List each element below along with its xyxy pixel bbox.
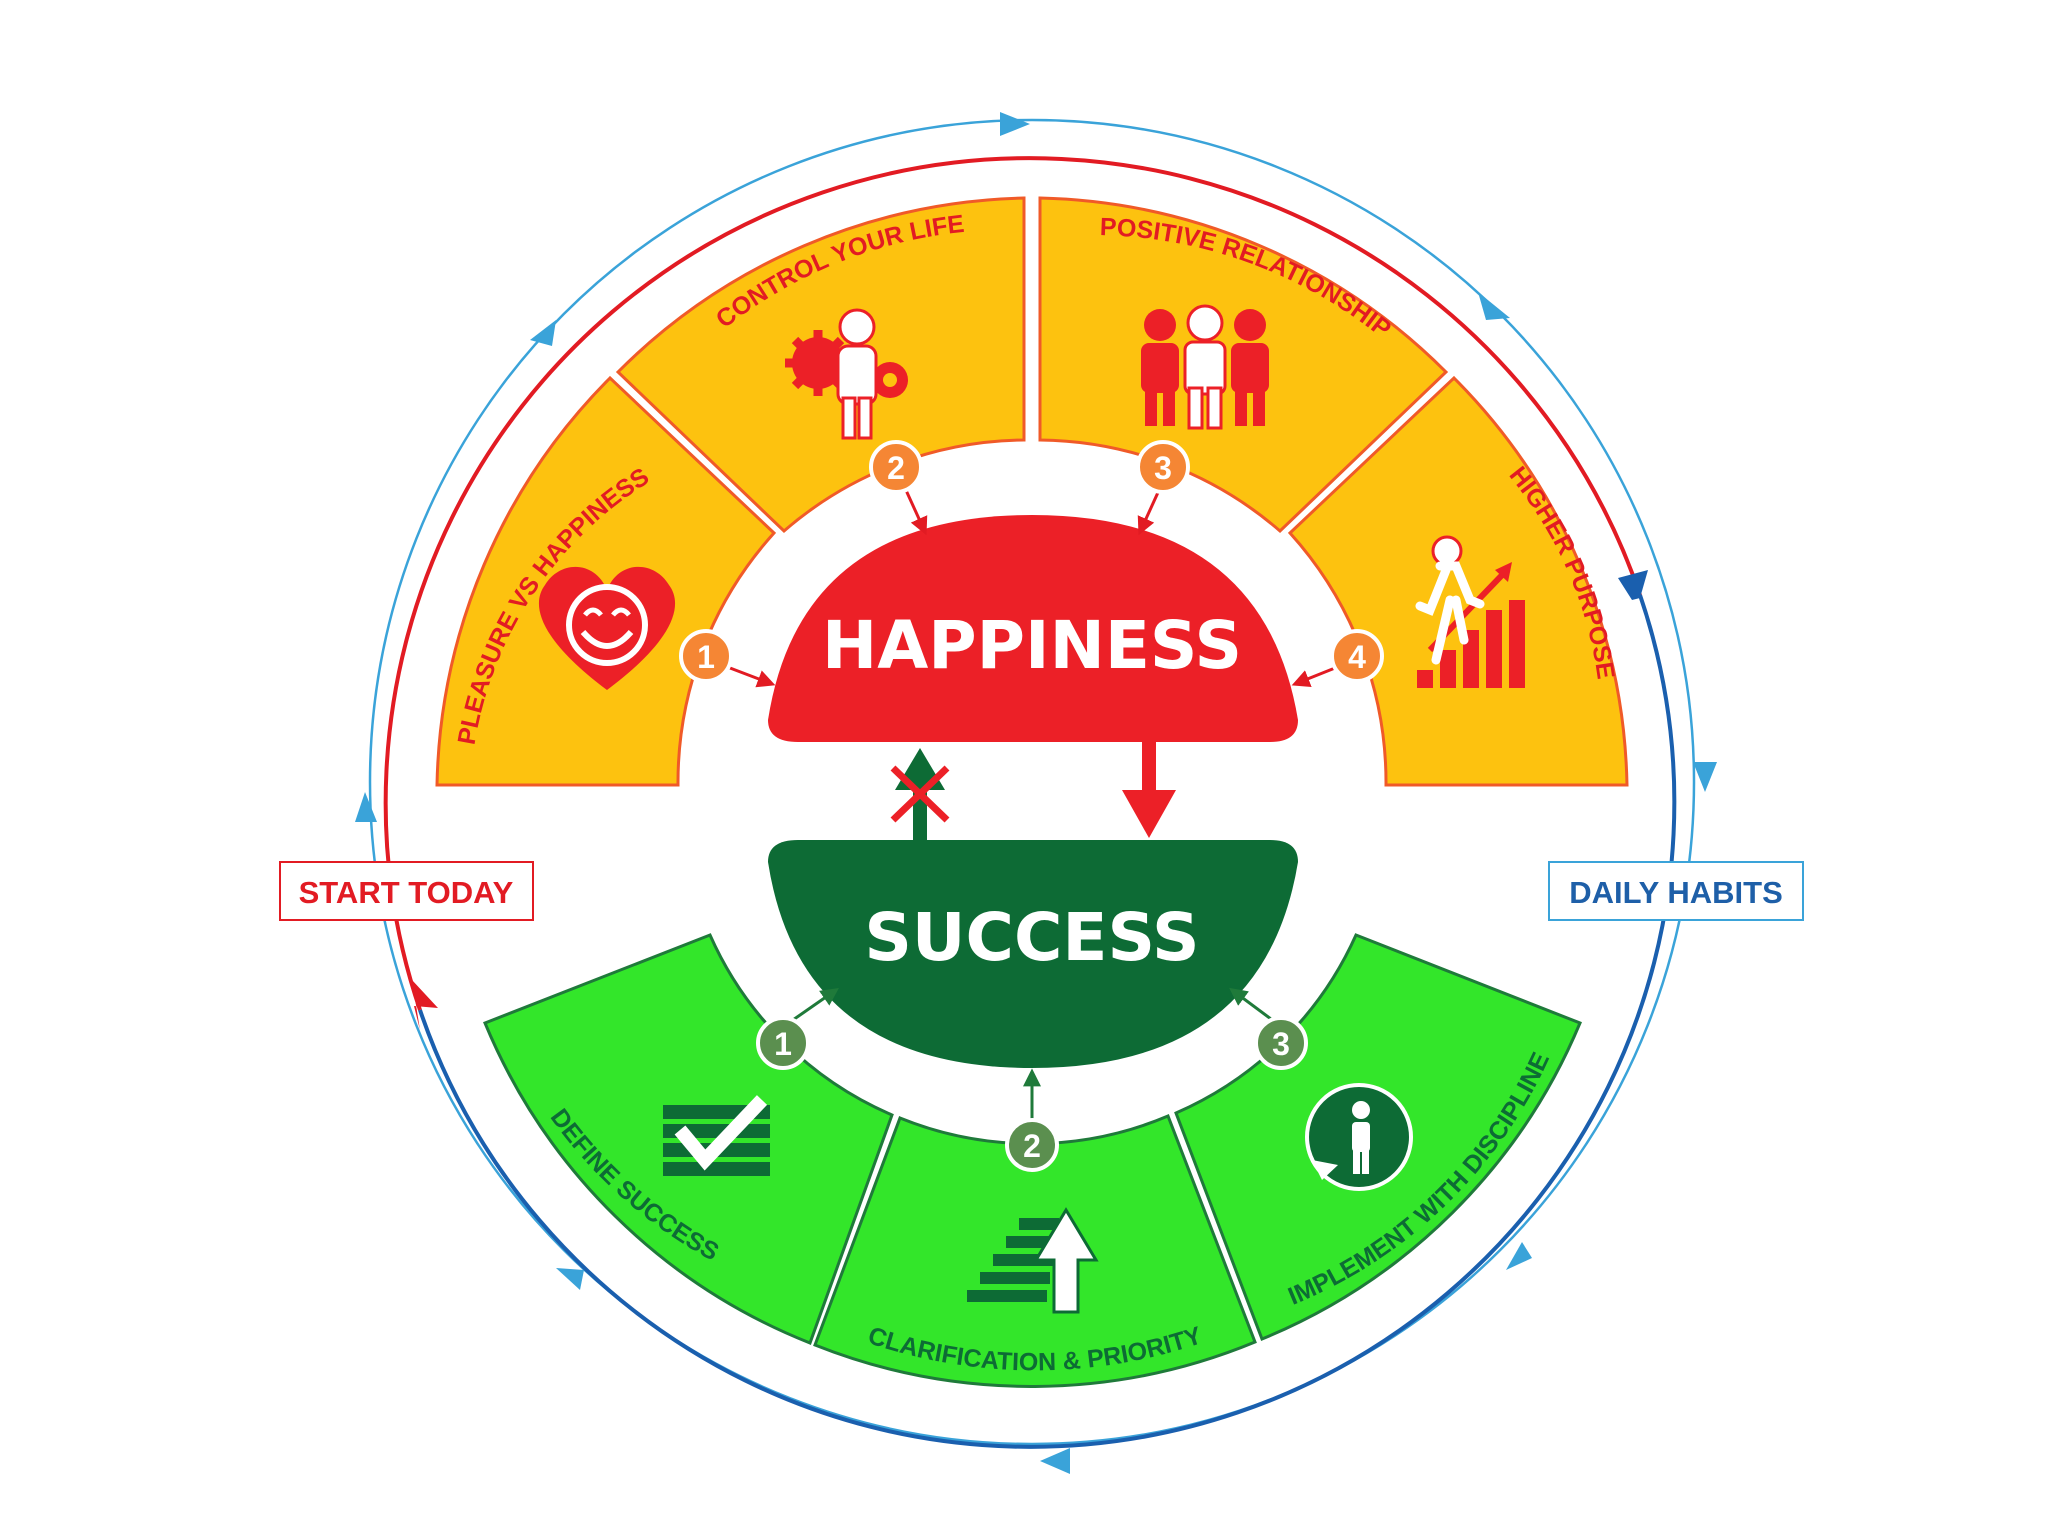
- svg-text:1: 1: [774, 1026, 792, 1062]
- svg-text:3: 3: [1272, 1026, 1290, 1062]
- success-title: SUCCESS: [864, 899, 1199, 976]
- happiness-to-success-arrow: [1122, 742, 1176, 838]
- person-clock-icon: [1305, 1083, 1413, 1191]
- success-dome: SUCCESS: [768, 840, 1298, 1068]
- happiness-dome: HAPPINESS: [768, 515, 1298, 742]
- red-cycle-arrowhead: [412, 980, 438, 1030]
- climbing-growth-chart-icon: [1415, 535, 1525, 688]
- success-badge-3: 3: [1254, 1016, 1308, 1070]
- blue-cycle-arrowhead: [1618, 570, 1648, 600]
- number-badge-4: 4: [1330, 629, 1384, 683]
- cycle-arrowhead: [530, 320, 556, 346]
- outer-cycle-ring: [355, 112, 1717, 1474]
- success-badge-1: 1: [756, 1016, 810, 1070]
- svg-text:2: 2: [887, 450, 905, 486]
- daily-habits-box: DAILY HABITS: [1548, 861, 1804, 921]
- success-badges: 1 2 3: [756, 1016, 1308, 1172]
- success-connectors: [789, 987, 1276, 1125]
- number-badge-1: 1: [679, 629, 733, 683]
- svg-text:4: 4: [1348, 639, 1366, 675]
- number-badge-3: 3: [1136, 440, 1190, 494]
- segment-clarification-priority: [813, 1114, 1257, 1388]
- happiness-connectors: [729, 487, 1336, 688]
- happiness-title: HAPPINESS: [822, 607, 1242, 684]
- cycle-arrowhead: [1693, 762, 1717, 792]
- smiling-heart-icon: [538, 566, 676, 690]
- person-with-gears-icon: [785, 308, 908, 440]
- svg-text:2: 2: [1023, 1128, 1041, 1164]
- svg-text:3: 3: [1154, 450, 1172, 486]
- start-today-box: START TODAY: [279, 861, 534, 921]
- daily-habits-label: DAILY HABITS: [1569, 875, 1783, 910]
- cycle-arrowhead: [1000, 112, 1030, 136]
- segment-pleasure-vs-happiness: [435, 375, 777, 787]
- cycle-arrowhead: [1040, 1448, 1070, 1474]
- stairs-up-arrow-icon: [967, 1207, 1099, 1314]
- start-today-label: START TODAY: [299, 875, 514, 910]
- svg-text:1: 1: [697, 639, 715, 675]
- success-badge-2: 2: [1005, 1118, 1059, 1172]
- number-badge-2: 2: [869, 440, 923, 494]
- three-people-icon: [1141, 304, 1269, 430]
- cycle-arrowhead: [1478, 292, 1510, 320]
- cycle-arrowhead: [1506, 1242, 1532, 1270]
- cycle-arrowhead: [355, 792, 377, 822]
- red-cycle-arc: [383, 156, 1642, 1030]
- cycle-arrowhead: [556, 1268, 584, 1290]
- crossed-success-to-happiness-arrow: [890, 748, 950, 840]
- happiness-badges: 1 2 3 4: [679, 440, 1384, 683]
- checklist-icon: [663, 1095, 770, 1176]
